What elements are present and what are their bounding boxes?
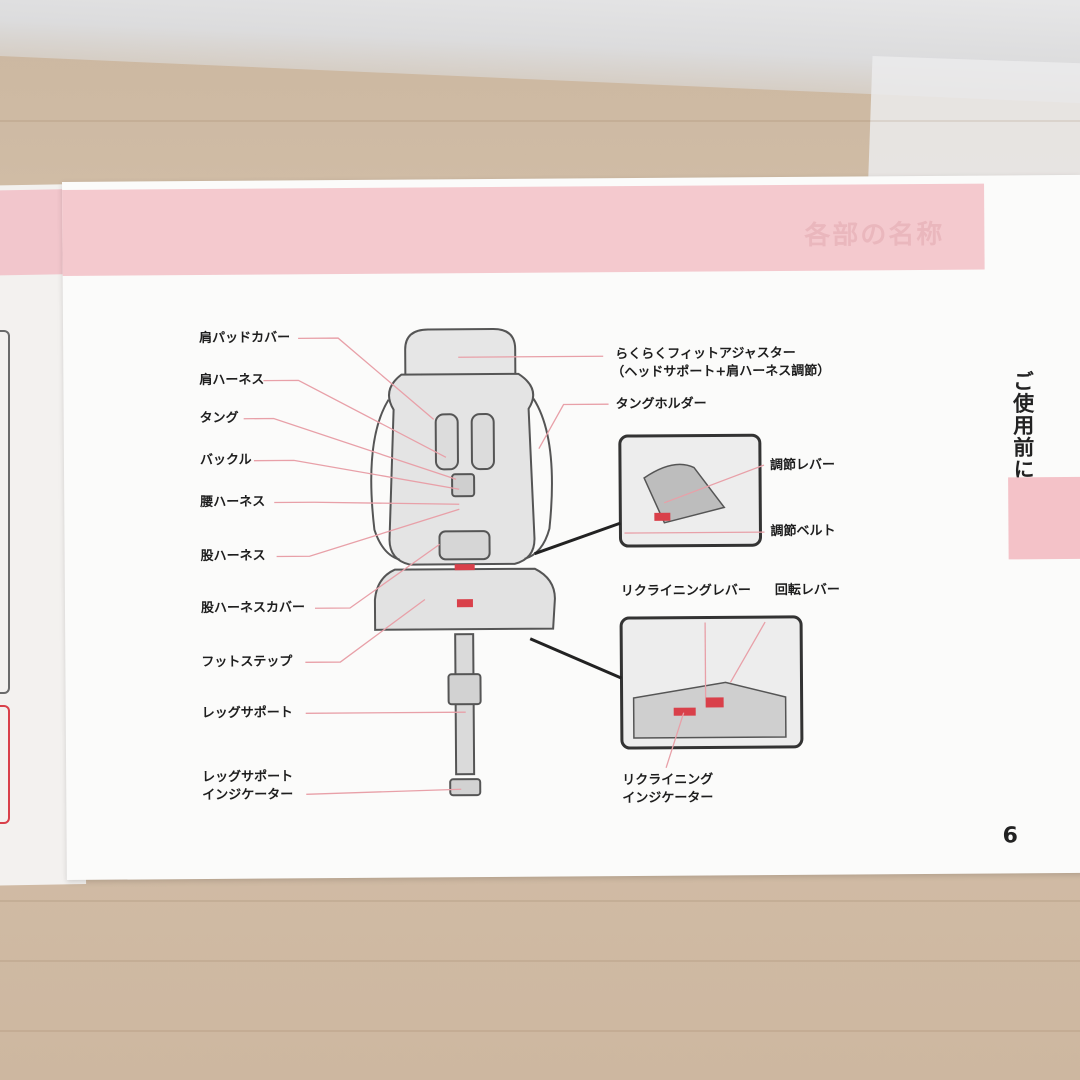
- label-leg-support-indicator-line1: レッグサポート: [202, 769, 294, 786]
- label-recline-indicator-line1: リクライニング: [622, 772, 714, 789]
- leader-lines: [243, 337, 766, 795]
- label-footstep: フットステップ: [201, 654, 293, 671]
- label-crotch-harness-cover: 股ハーネスカバー: [200, 600, 306, 617]
- car-seat-illustration: [370, 327, 556, 797]
- label-adjust-lever: 調節レバー: [769, 457, 836, 474]
- car-seat-diagram: [243, 327, 804, 797]
- label-leg-support: レッグサポート: [201, 705, 293, 722]
- label-rotate-lever: 回転レバー: [774, 582, 840, 599]
- label-shoulder-harness: 肩ハーネス: [199, 372, 265, 389]
- label-fit-adjuster-line1: らくらくフィットアジャスター: [615, 345, 796, 363]
- base-red-indicator: [456, 599, 473, 608]
- label-fit-adjuster-line2: （ヘッドサポート+肩ハーネス調節）: [611, 363, 831, 381]
- underlying-page-header: [0, 189, 71, 276]
- label-recline-lever: リクライニングレバー: [620, 583, 751, 600]
- label-recline-indicator-line2: インジケーター: [622, 790, 714, 807]
- underlying-page-box: [0, 330, 10, 694]
- label-buckle: バックル: [199, 452, 252, 469]
- label-waist-harness: 腰ハーネス: [200, 494, 266, 511]
- label-tongue-holder: タングホルダー: [615, 396, 707, 413]
- label-crotch-harness: 股ハーネス: [200, 548, 266, 565]
- label-adjust-belt: 調節ベルト: [770, 523, 836, 540]
- manual-page: 各部の名称 ご使用前に 6: [62, 174, 1080, 880]
- label-leg-support-indicator-line2: インジケーター: [202, 787, 294, 804]
- underlying-page-warning-box: [0, 705, 10, 824]
- label-shoulder-pad-cover: 肩パッドカバー: [199, 330, 291, 347]
- label-tongue: タング: [199, 410, 239, 427]
- base-red-accent: [454, 564, 475, 571]
